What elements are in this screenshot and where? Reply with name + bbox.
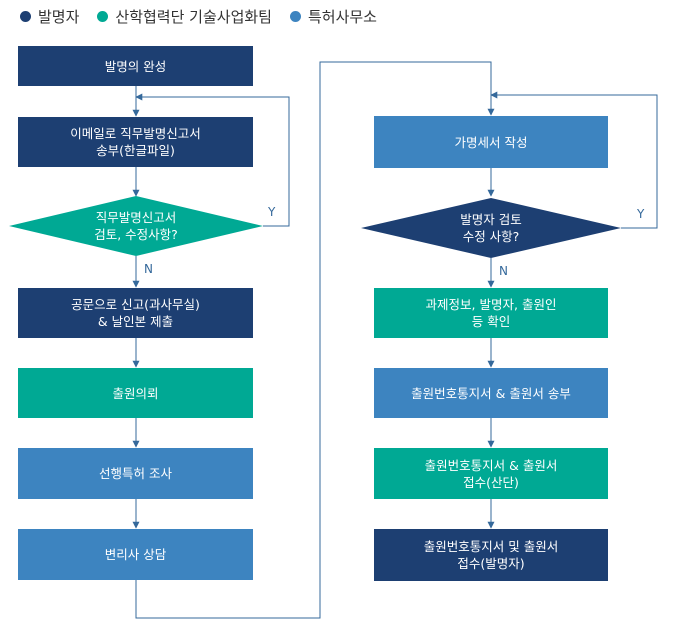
step-label-line2: 등 확인 — [471, 314, 511, 329]
step-label-line1: 이메일로 직무발명신고서 — [70, 126, 201, 141]
legend-item-inventor: 발명자 — [20, 6, 79, 27]
loop-left-yes — [135, 93, 290, 227]
step-attorney-consult: 변리사 상담 — [18, 529, 253, 580]
decision-left-yes: Y — [268, 205, 276, 219]
step-label-line2: 송부(한글파일) — [96, 143, 175, 158]
step-prior-art-search: 선행특허 조사 — [18, 448, 253, 499]
step-filing-request: 출원의뢰 — [18, 368, 253, 418]
step-send-application: 출원번호통지서 & 출원서 송부 — [374, 368, 608, 418]
industry-dot-icon — [97, 10, 109, 22]
step-label-line1: 출원번호통지서 및 출원서 — [423, 539, 559, 554]
legend: 발명자 산학협력단 기술사업화팀 특허사무소 — [20, 4, 395, 28]
step-label-line1: 출원번호통지서 & 출원서 — [424, 457, 558, 473]
step-invention-complete: 발명의 완성 — [18, 46, 253, 86]
step-email-report: 이메일로 직무발명신고서 송부(한글파일) — [18, 117, 253, 167]
decision-left-diamond — [9, 196, 263, 256]
step-label: 발명의 완성 — [104, 58, 167, 74]
decision-right-no: N — [499, 264, 508, 278]
legend-item-industry: 산학협력단 기술사업화팀 — [97, 6, 272, 27]
step-label: 변리사 상담 — [104, 547, 167, 562]
step-label-line2: 접수(산단) — [463, 474, 519, 490]
step-project-info-check: 과제정보, 발명자, 출원인 등 확인 — [374, 288, 608, 338]
step-label: 가명세서 작성 — [454, 134, 528, 150]
legend-label: 발명자 — [38, 7, 80, 26]
step-label-line1: 공문으로 신고(과사무실) — [71, 297, 200, 312]
loop-right-yes — [490, 91, 658, 229]
step-receipt-inventor: 출원번호통지서 및 출원서 접수(발명자) — [374, 529, 608, 581]
step-receipt-industry: 출원번호통지서 & 출원서 접수(산단) — [374, 448, 608, 499]
step-provisional-spec: 가명세서 작성 — [374, 116, 608, 168]
step-official-report: 공문으로 신고(과사무실) & 날인본 제출 — [18, 288, 253, 338]
legend-label: 특허사무소 — [307, 7, 377, 26]
connector-cross — [135, 61, 495, 619]
step-label-line2: 접수(발명자) — [457, 556, 525, 571]
legend-item-patent-office: 특허사무소 — [289, 6, 377, 27]
step-label-line1: 과제정보, 발명자, 출원인 — [425, 297, 557, 312]
step-label: 출원의뢰 — [112, 385, 159, 401]
decision-left-no: N — [144, 262, 153, 276]
step-label-line2: & 날인본 제출 — [97, 314, 174, 329]
inventor-dot-icon — [20, 10, 31, 22]
decision-right-diamond — [361, 198, 621, 258]
legend-label: 산학협력단 기술사업화팀 — [115, 7, 272, 26]
step-label: 선행특허 조사 — [99, 466, 172, 481]
decision-right-yes: Y — [637, 207, 645, 221]
step-label: 출원번호통지서 & 출원서 송부 — [411, 385, 571, 401]
patent-office-dot-icon — [289, 10, 301, 22]
